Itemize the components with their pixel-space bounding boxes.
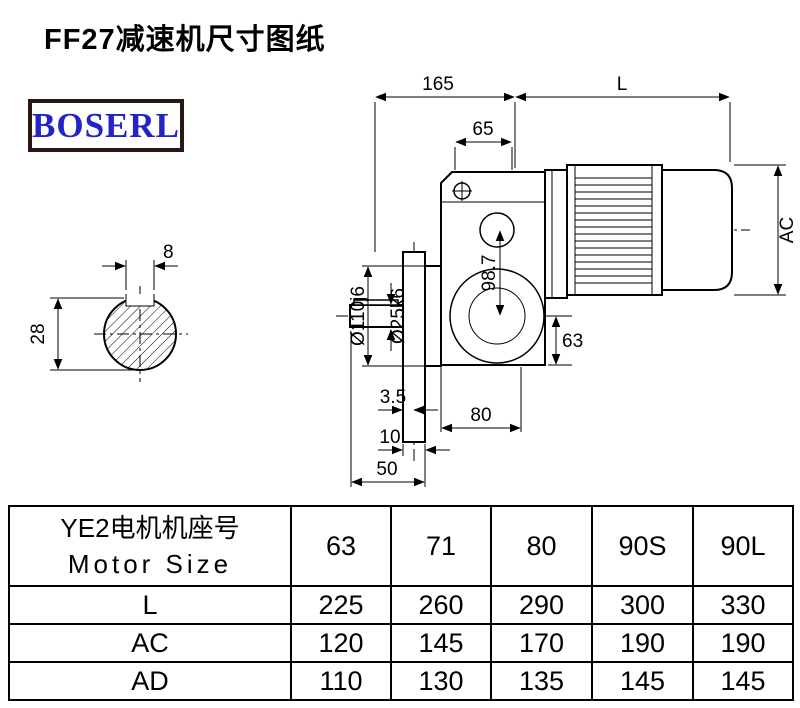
gearbox-main-view xyxy=(336,171,750,462)
column-header: 80 xyxy=(490,505,593,587)
flange-pilot xyxy=(424,265,442,367)
row-label: AD xyxy=(8,661,292,701)
shaft-section-circle xyxy=(103,297,177,371)
output-flange xyxy=(402,251,426,443)
header-cn: YE2电机机座号 xyxy=(60,512,240,543)
table-cell: 225 xyxy=(290,585,392,625)
dim-flange-thick: 10 xyxy=(379,427,400,448)
dim-key-width: 8 xyxy=(163,242,174,263)
row-label: L xyxy=(8,585,292,625)
page-title: FF27减速机尺寸图纸 xyxy=(44,24,326,56)
dimensions: 165 L 65 AC Ø110j6 Ø25k6 98.7 xyxy=(348,74,798,487)
column-header: 90S xyxy=(591,505,694,587)
header-en: Motor Size xyxy=(67,549,233,579)
dim-section-height: 28 xyxy=(28,323,49,344)
column-header: 90L xyxy=(692,505,794,587)
column-header: 71 xyxy=(390,505,492,587)
table-cell: 170 xyxy=(490,623,593,663)
dim-flange-dia: Ø110j6 xyxy=(348,286,369,346)
table-cell: 145 xyxy=(692,661,794,701)
table-cell: 290 xyxy=(490,585,593,625)
dim-shaft-len: 50 xyxy=(376,459,397,480)
table-cell: 130 xyxy=(390,661,492,701)
table-row-L: L 225 260 290 300 330 xyxy=(8,585,794,625)
table-cell: 145 xyxy=(591,661,694,701)
dim-shaft-dia: Ø25k6 xyxy=(388,288,409,344)
shaft-section-view: 8 28 xyxy=(28,242,188,382)
table-cell: 135 xyxy=(490,661,593,701)
table-row-AD: AD 110 130 135 145 145 xyxy=(8,661,794,701)
column-header: 63 xyxy=(290,505,392,587)
shaft-key xyxy=(353,299,399,306)
motor-size-table: YE2电机机座号 Motor Size 63 71 80 90S 90L L 2… xyxy=(8,505,794,701)
dim-boss-width: 65 xyxy=(472,119,493,140)
table-cell: 330 xyxy=(692,585,794,625)
row-header-cell: YE2电机机座号 Motor Size xyxy=(8,505,292,587)
dim-axis-height: 63 xyxy=(562,331,583,352)
table-header-row: YE2电机机座号 Motor Size 63 71 80 90S 90L xyxy=(8,505,794,587)
dim-step: 3.5 xyxy=(380,387,406,408)
motor-adapter xyxy=(544,169,568,299)
table-cell: 145 xyxy=(390,623,492,663)
dim-base-width: 80 xyxy=(470,405,491,426)
table-cell: 300 xyxy=(591,585,694,625)
motor-fins xyxy=(575,174,652,286)
table-cell: 190 xyxy=(591,623,694,663)
keyway-slot xyxy=(126,294,154,306)
dim-top-width: 165 xyxy=(422,74,454,95)
table-cell: 120 xyxy=(290,623,392,663)
row-label: AC xyxy=(8,623,292,663)
technical-drawing: 8 28 xyxy=(28,74,798,487)
table-cell: 190 xyxy=(692,623,794,663)
brand-logo-box: BOSERL xyxy=(28,99,184,152)
table-row-AC: AC 120 145 170 190 190 xyxy=(8,623,794,663)
table-cell: 110 xyxy=(290,661,392,701)
dim-center-distance: 98.7 xyxy=(479,255,500,292)
brand-text: BOSERL xyxy=(32,105,180,145)
fan-cover xyxy=(661,169,733,291)
dim-motor-length: L xyxy=(617,74,628,95)
table-cell: 260 xyxy=(390,585,492,625)
motor xyxy=(544,164,733,299)
dim-motor-height: AC xyxy=(777,217,798,243)
